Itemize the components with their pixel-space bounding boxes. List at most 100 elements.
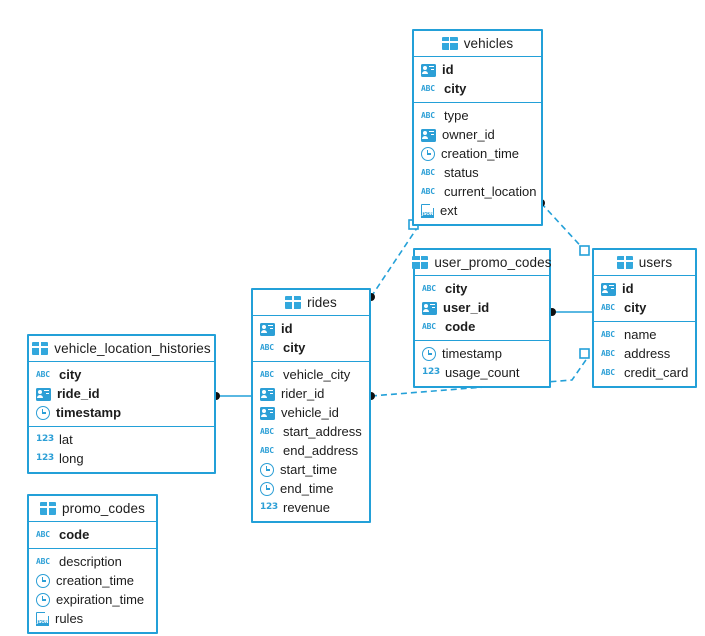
open-square-marker — [579, 245, 590, 256]
clock-icon — [36, 573, 50, 588]
column-name: city — [283, 340, 306, 355]
clock-icon — [260, 462, 274, 477]
json-icon: JSON — [421, 203, 435, 218]
idcard-icon — [260, 406, 275, 420]
table-header[interactable]: users — [594, 250, 695, 276]
column-row[interactable]: rider_id — [253, 384, 369, 403]
column-name: city — [444, 81, 467, 96]
column-row[interactable]: owner_id — [414, 125, 541, 144]
abc-icon: ABC — [260, 445, 274, 455]
idcard-icon — [260, 322, 275, 336]
table-header[interactable]: vehicles — [414, 31, 541, 57]
column-row[interactable]: creation_time — [414, 144, 541, 163]
primary-key-row[interactable]: timestamp — [29, 403, 214, 422]
primary-key-row[interactable]: user_id — [415, 298, 549, 317]
idcard-icon — [421, 63, 436, 77]
column-name: vehicle_city — [283, 367, 351, 382]
table-title: users — [638, 255, 673, 270]
primary-key-row[interactable]: id — [594, 279, 695, 298]
abc-icon: ABC — [601, 302, 615, 312]
primary-key-row[interactable]: ride_id — [29, 384, 214, 403]
primary-key-row[interactable]: ABC city — [253, 338, 369, 357]
column-name: revenue — [283, 500, 330, 515]
123-icon: 123 — [36, 434, 54, 444]
idcard-icon — [36, 387, 51, 401]
column-name: current_location — [444, 184, 537, 199]
column-row[interactable]: timestamp — [415, 344, 549, 363]
abc-icon: ABC — [601, 348, 615, 358]
abc-icon: ABC — [421, 83, 435, 93]
column-row[interactable]: expiration_time — [29, 590, 156, 609]
abc-icon: ABC — [36, 556, 50, 566]
primary-key-row[interactable]: ABC city — [594, 298, 695, 317]
table-title: vehicle_location_histories — [54, 341, 211, 356]
column-row[interactable]: end_time — [253, 479, 369, 498]
grid-icon — [616, 256, 633, 269]
grid-icon — [40, 502, 57, 515]
column-name: usage_count — [445, 365, 520, 380]
column-name: city — [59, 367, 82, 382]
column-row[interactable]: start_time — [253, 460, 369, 479]
column-row[interactable]: creation_time — [29, 571, 156, 590]
column-name: timestamp — [56, 405, 122, 420]
column-row[interactable]: vehicle_id — [253, 403, 369, 422]
123-icon: 123 — [36, 453, 54, 463]
column-name: type — [444, 108, 469, 123]
json-icon: JSON — [36, 611, 50, 626]
abc-icon: ABC — [260, 342, 274, 352]
abc-icon: ABC — [260, 426, 274, 436]
column-row[interactable]: ABC start_address — [253, 422, 369, 441]
column-name: id — [281, 321, 293, 336]
column-row[interactable]: ABC end_address — [253, 441, 369, 460]
table-header[interactable]: user_promo_codes — [412, 250, 552, 276]
column-name: timestamp — [442, 346, 502, 361]
column-name: credit_card — [624, 365, 689, 380]
table-header[interactable]: vehicle_location_histories — [29, 336, 214, 362]
idcard-icon — [601, 282, 616, 296]
idcard-icon — [422, 301, 437, 315]
table-header[interactable]: promo_codes — [29, 496, 156, 522]
primary-key-row[interactable]: ABC city — [414, 79, 541, 98]
column-name: start_address — [283, 424, 362, 439]
table-title: promo_codes — [62, 501, 145, 516]
column-name: city — [624, 300, 647, 315]
idcard-icon — [421, 128, 436, 142]
column-name: end_address — [283, 443, 359, 458]
primary-key-row[interactable]: id — [253, 319, 369, 338]
column-name: id — [622, 281, 634, 296]
table-title: user_promo_codes — [434, 255, 552, 270]
table-header[interactable]: rides — [253, 290, 369, 316]
primary-key-row[interactable]: id — [414, 60, 541, 79]
grid-icon — [441, 37, 458, 50]
